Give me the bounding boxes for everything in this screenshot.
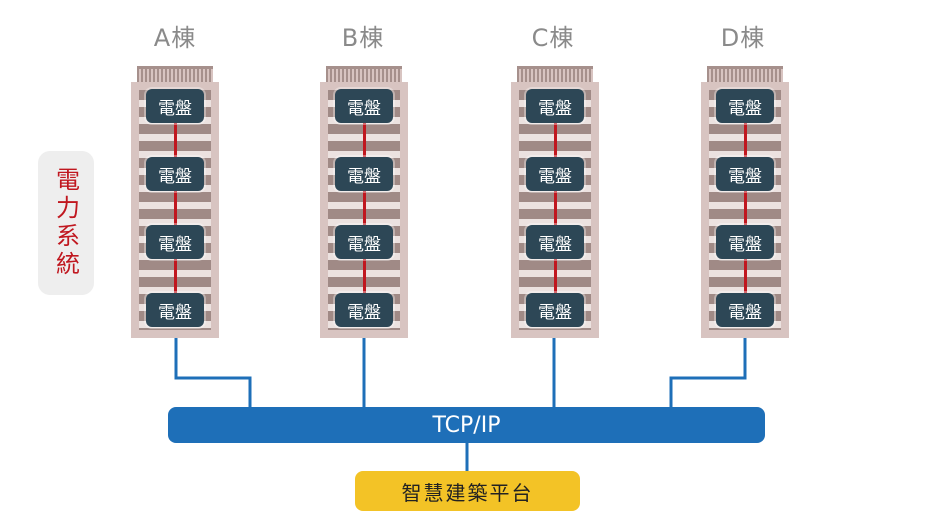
building-a-roof <box>137 66 213 82</box>
electric-panel[interactable]: 電盤 <box>526 293 584 327</box>
building-c-label: C棟 <box>531 24 575 52</box>
electric-panel[interactable]: 電盤 <box>146 225 204 259</box>
electric-panel[interactable]: 電盤 <box>526 157 584 191</box>
electric-panel[interactable]: 電盤 <box>716 225 774 259</box>
building-c-roof <box>517 66 593 82</box>
wire-d <box>669 323 747 408</box>
smart-building-platform[interactable]: 智慧建築平台 <box>355 471 580 511</box>
electric-panel[interactable]: 電盤 <box>335 225 393 259</box>
electric-panel[interactable]: 電盤 <box>716 89 774 123</box>
power-system-label: 電力系統 <box>38 151 94 295</box>
building-b-label: B棟 <box>341 24 385 52</box>
building-b-riser <box>363 102 366 308</box>
electric-panel[interactable]: 電盤 <box>335 293 393 327</box>
building-a-label: A棟 <box>153 24 197 52</box>
tcp-ip-bus[interactable]: TCP/IP <box>168 407 765 443</box>
electric-panel[interactable]: 電盤 <box>526 225 584 259</box>
building-d: 電盤 電盤 電盤 電盤 <box>701 82 789 338</box>
building-b: 電盤 電盤 電盤 電盤 <box>320 82 408 338</box>
building-d-roof <box>707 66 783 82</box>
building-c: 電盤 電盤 電盤 電盤 <box>511 82 599 338</box>
electric-panel[interactable]: 電盤 <box>526 89 584 123</box>
building-a: 電盤 電盤 電盤 電盤 <box>131 82 219 338</box>
building-d-label: D棟 <box>720 24 766 52</box>
electric-panel[interactable]: 電盤 <box>146 293 204 327</box>
electric-panel[interactable]: 電盤 <box>335 89 393 123</box>
electric-panel[interactable]: 電盤 <box>716 157 774 191</box>
electric-panel[interactable]: 電盤 <box>716 293 774 327</box>
building-b-roof <box>326 66 402 82</box>
building-a-riser <box>174 102 177 308</box>
building-c-riser <box>554 102 557 308</box>
building-d-riser <box>744 102 747 308</box>
wire-a <box>174 323 252 408</box>
electric-panel[interactable]: 電盤 <box>146 157 204 191</box>
electric-panel[interactable]: 電盤 <box>335 157 393 191</box>
electric-panel[interactable]: 電盤 <box>146 89 204 123</box>
